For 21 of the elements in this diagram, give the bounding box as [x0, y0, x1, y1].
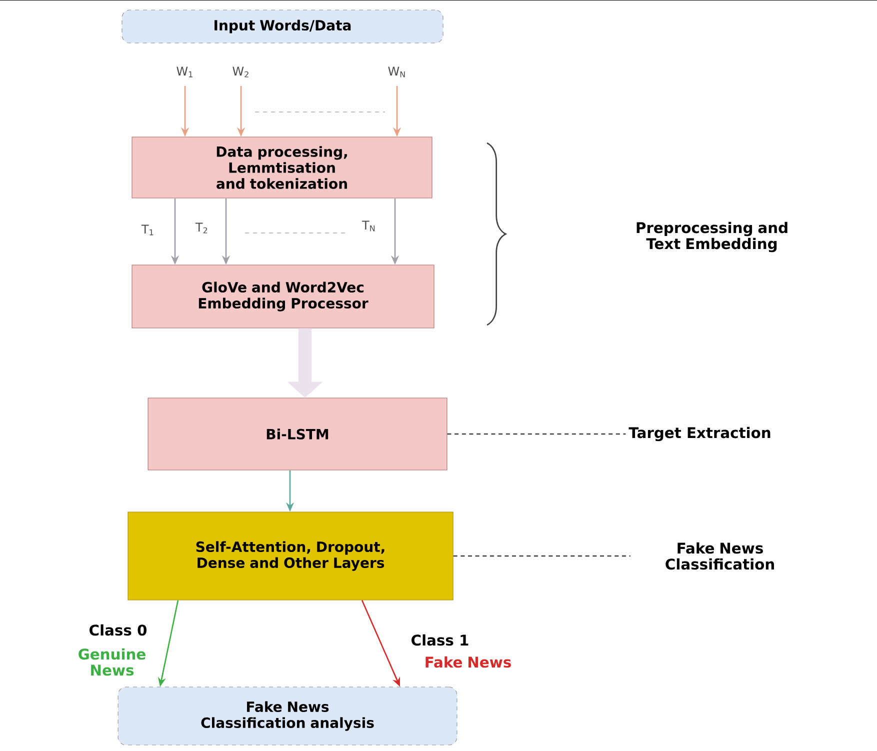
edge-label: Class 1	[412, 634, 468, 646]
edge-label: T$_{2}$	[195, 222, 208, 234]
edge-label: W$_{1}$	[176, 66, 192, 78]
process-box: GloVe and Word2Vec Embedding Processor	[132, 264, 434, 328]
stage-label: Target Extraction	[628, 426, 770, 442]
edge-label: W$_{N}$	[388, 66, 405, 78]
terminal-box: Fake News Classification analysis	[118, 686, 458, 746]
stage-label: Fake News Classification	[666, 542, 774, 570]
dashed-connector	[453, 555, 630, 557]
dashed-connector	[447, 433, 626, 435]
terminal-box: Input Words/Data	[122, 10, 444, 44]
process-box: Data processing, Lemmtisation and tokenization	[132, 136, 432, 198]
process-box: Bi-LSTM	[148, 398, 448, 470]
class-name: Fake News	[426, 656, 511, 668]
edge-label: T$_{1}$	[141, 224, 154, 236]
edge-label: W$_{2}$	[232, 66, 248, 78]
stage-label: Preprocessing and Text Embedding	[636, 222, 788, 252]
edge-label: T$_{N}$	[362, 220, 375, 232]
edge-label: Class 0	[90, 624, 147, 636]
class-name: Genuine News	[78, 648, 146, 676]
layer-box: Self-Attention, Dropout, Dense and Other Layers	[128, 512, 454, 600]
